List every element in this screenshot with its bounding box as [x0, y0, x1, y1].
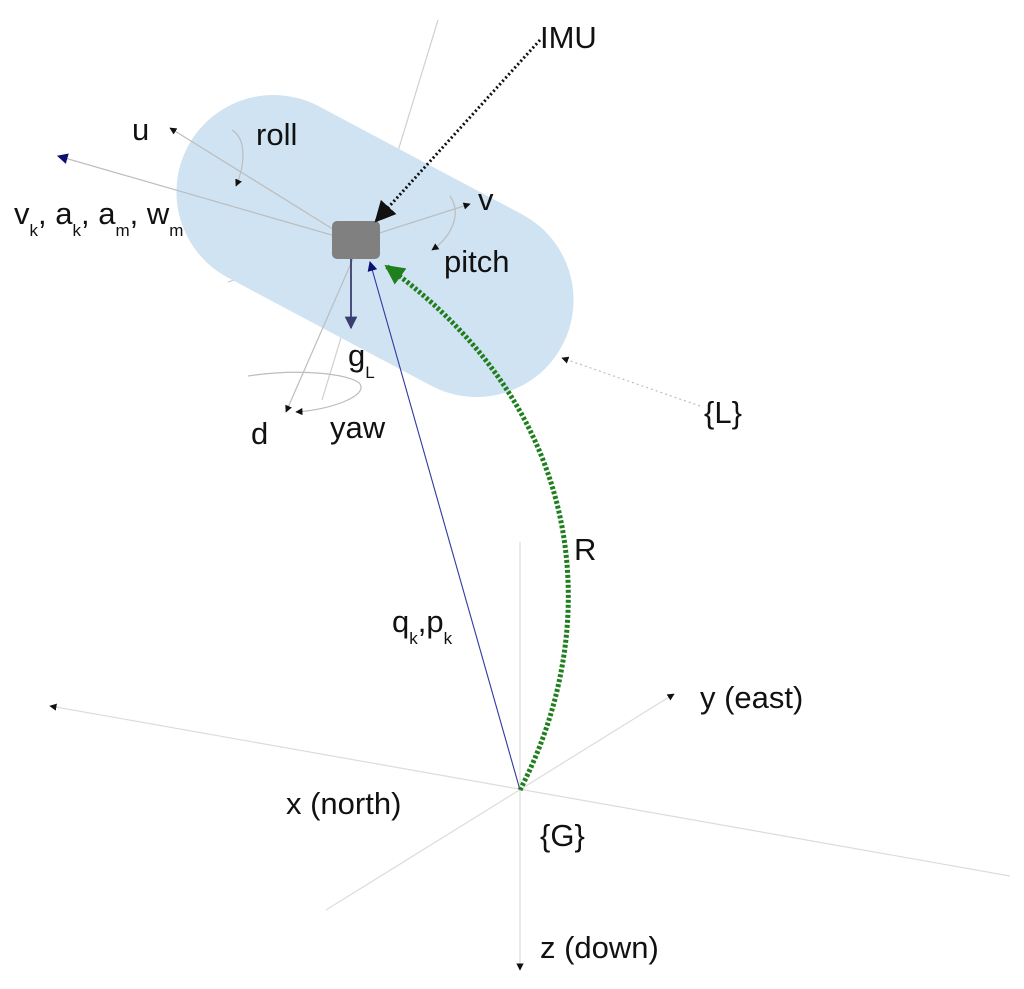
- accel-sub: k: [72, 221, 81, 240]
- measured-gyro-sub: m: [169, 221, 183, 240]
- z-axis-label: z (down): [540, 930, 659, 965]
- forward-axis-line: [56, 153, 357, 243]
- pose-separator: ,: [418, 604, 427, 639]
- separator: ,: [81, 196, 98, 231]
- position-vector: [367, 261, 521, 791]
- u-axis-line: [169, 127, 345, 237]
- pitch-rotation-indicator: [431, 195, 456, 251]
- measured-accel-symbol: a: [98, 196, 116, 231]
- u-axis-label: u: [132, 112, 149, 147]
- imu-box: [332, 221, 380, 259]
- pose-label: qk,pk: [392, 604, 453, 648]
- separator: ,: [38, 196, 55, 231]
- local-frame-pointer-line: [561, 356, 701, 407]
- rotation-arc: [384, 263, 571, 792]
- v-axis-label: v: [478, 182, 494, 217]
- v-axis-line: [369, 202, 471, 237]
- imu-pointer-line: [374, 38, 542, 223]
- global-axis-x-line: [49, 703, 1011, 877]
- global-frame-label: {G}: [540, 818, 585, 853]
- measured-gyro-symbol: w: [146, 196, 170, 231]
- gravity-label: gL: [348, 338, 375, 382]
- d-axis-line: [285, 251, 357, 413]
- y-axis-label: y (east): [700, 680, 803, 715]
- accel-symbol: a: [55, 196, 73, 231]
- yaw-label: yaw: [330, 410, 386, 445]
- velocity-sub: k: [30, 221, 39, 240]
- local-frame-label: {L}: [704, 395, 742, 430]
- orientation-symbol: q: [392, 604, 409, 639]
- roll-label: roll: [256, 117, 297, 152]
- measurement-vectors-label: vk, ak, am, wm: [14, 196, 183, 240]
- yaw-rotation-indicator: [247, 371, 362, 416]
- velocity-symbol: v: [14, 196, 30, 231]
- pitch-label: pitch: [444, 244, 509, 279]
- separator: ,: [130, 196, 147, 231]
- x-axis-label: x (north): [286, 786, 401, 821]
- gravity-label-sub: L: [365, 363, 374, 382]
- imu-label: IMU: [540, 20, 597, 55]
- rotation-label: R: [574, 532, 596, 567]
- global-axis-y-line: [325, 693, 675, 911]
- d-axis-label: d: [251, 416, 268, 451]
- orientation-sub: k: [409, 629, 418, 648]
- measured-accel-sub: m: [115, 221, 129, 240]
- position-sub: k: [444, 629, 453, 648]
- gravity-label-base: g: [348, 338, 365, 373]
- position-symbol: p: [426, 604, 443, 639]
- roll-rotation-indicator: [231, 129, 244, 187]
